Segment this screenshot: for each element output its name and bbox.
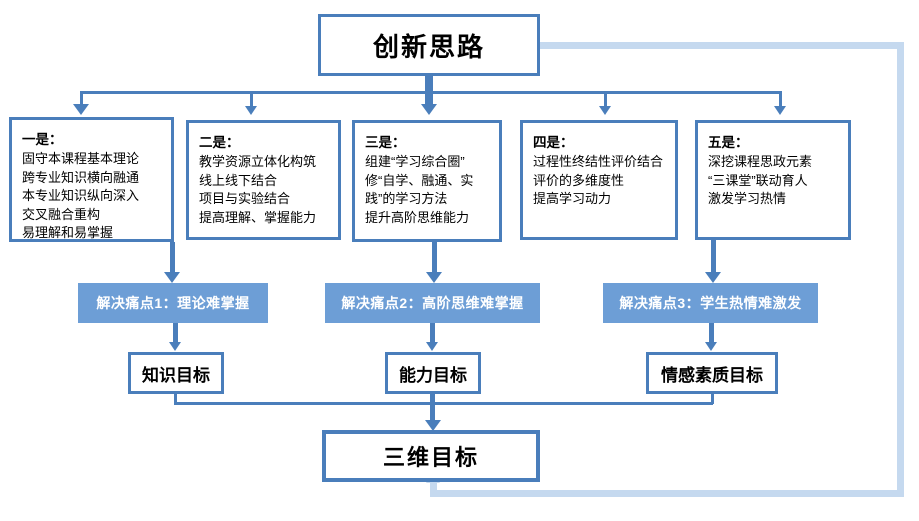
pillar-box-5[interactable]: 五是： 深挖课程思政元素 “三课堂”联动育人 激发学习热情 [695, 120, 851, 240]
pillar-arrow-4-icon [599, 106, 611, 115]
final-node-arrow-icon [425, 420, 441, 431]
pillar-box-3-line-1: 组建“学习综合圈” [365, 154, 465, 170]
goal-box-knowledge-label: 知识目标 [142, 365, 210, 385]
pain-connector-3-stem [711, 240, 716, 274]
pillar-box-3-line-4: 提升高阶思维能力 [365, 209, 470, 225]
goal-box-ability[interactable]: 能力目标 [385, 352, 481, 394]
pillar-box-5-line-1: 深挖课程思政元素 [708, 154, 813, 170]
pillar-box-1-head: 一是： [22, 132, 63, 147]
pillar-arrow-2-icon [245, 106, 257, 115]
node-innovation-approach-label: 创新思路 [372, 31, 485, 62]
pain-connector-2-arrow-icon [426, 272, 442, 283]
feedback-loop-right-segment [897, 42, 904, 497]
goal-box-emotional-quality[interactable]: 情感素质目标 [646, 352, 778, 394]
goal-connector-1-stem [173, 323, 178, 346]
pillar-box-5-line-2: “三课堂”联动育人 [708, 172, 808, 188]
pillar-drop-4 [604, 91, 607, 108]
pillar-box-1-line-1: 固守本课程基本理论 [22, 151, 140, 167]
pain-connector-1-arrow-icon [164, 272, 180, 283]
pillar-box-3[interactable]: 三是： 组建“学习综合圈” 修“自学、融通、实 践”的学习方法 提升高阶思维能力 [352, 120, 502, 242]
final-node-stem [430, 394, 435, 424]
pillar-box-2-line-3: 项目与实验结合 [199, 191, 291, 207]
feedback-loop-bottom-segment [430, 490, 904, 497]
feedback-loop-top-segment [534, 42, 904, 49]
pillar-box-3-head: 三是： [365, 135, 406, 150]
feedback-loop-riser-segment [430, 482, 437, 494]
pillar-box-3-line-2: 修“自学、融通、实 [365, 172, 474, 188]
pillar-drop-2 [250, 91, 253, 108]
goal-connector-2-arrow-icon [426, 342, 438, 351]
pillar-arrow-3-icon [421, 104, 437, 115]
pain-point-bar-1[interactable]: 解决痛点1：理论难掌握 [78, 283, 268, 323]
node-innovation-approach[interactable]: 创新思路 [318, 14, 540, 76]
pillar-box-4-line-1: 过程性终结性评价结合 [533, 154, 664, 170]
pillar-box-1-line-5: 易理解和易掌握 [22, 225, 114, 241]
pain-point-bar-1-label: 解决痛点1：理论难掌握 [96, 295, 250, 311]
goal-box-ability-label: 能力目标 [399, 365, 467, 385]
node-three-dimensional-goals[interactable]: 三维目标 [322, 430, 540, 482]
goal-box-emotional-quality-label: 情感素质目标 [661, 365, 763, 385]
goal-merge-bus [174, 402, 713, 405]
pillar-box-4-line-3: 提高学习动力 [533, 191, 612, 207]
goal-merge-drop-3 [711, 394, 714, 404]
goal-connector-3-arrow-icon [705, 342, 717, 351]
pillar-drop-3 [425, 91, 433, 106]
pillar-box-1-line-4: 交叉融合重构 [22, 206, 101, 222]
pillar-box-5-head: 五是： [708, 135, 749, 150]
node-three-dimensional-goals-label: 三维目标 [382, 445, 479, 470]
pillar-arrow-5-icon [774, 106, 786, 115]
goal-connector-2-stem [430, 323, 435, 346]
pillar-box-2-head: 二是： [199, 135, 240, 150]
pain-connector-2-stem [432, 242, 437, 274]
goal-merge-drop-1 [174, 394, 177, 404]
pillar-box-2[interactable]: 二是： 教学资源立体化构筑 线上线下结合 项目与实验结合 提高理解、掌握能力 [186, 120, 341, 240]
pillar-box-4-head: 四是： [533, 135, 574, 150]
goal-box-knowledge[interactable]: 知识目标 [128, 352, 224, 394]
pain-connector-3-arrow-icon [705, 272, 721, 283]
pillar-box-1[interactable]: 一是： 固守本课程基本理论 跨专业知识横向融通 本专业知识纵向深入 交叉融合重构… [9, 117, 174, 242]
pain-connector-1-stem [170, 242, 175, 274]
pillar-arrow-1-icon [73, 104, 89, 115]
pillar-box-1-line-2: 跨专业知识横向融通 [22, 169, 140, 185]
pillar-box-2-line-4: 提高理解、掌握能力 [199, 209, 317, 225]
pain-point-bar-3[interactable]: 解决痛点3：学生热情难激发 [603, 283, 818, 323]
goal-connector-3-stem [709, 323, 714, 346]
pillar-drop-1 [80, 91, 83, 106]
goal-connector-1-arrow-icon [169, 342, 181, 351]
pillar-box-4-line-2: 评价的多维度性 [533, 172, 625, 188]
pillar-box-2-line-2: 线上线下结合 [199, 172, 278, 188]
pain-point-bar-2-label: 解决痛点2：高阶思维难掌握 [341, 295, 524, 311]
pillar-box-5-line-3: 激发学习热情 [708, 191, 787, 207]
pillar-drop-5 [779, 91, 782, 108]
pillar-box-1-line-3: 本专业知识纵向深入 [22, 188, 140, 204]
pillar-box-4[interactable]: 四是： 过程性终结性评价结合 评价的多维度性 提高学习动力 [520, 120, 678, 240]
pillar-box-3-line-3: 践”的学习方法 [365, 191, 448, 207]
pillar-box-2-line-1: 教学资源立体化构筑 [199, 154, 317, 170]
title-node-stem [425, 76, 433, 92]
pain-point-bar-2[interactable]: 解决痛点2：高阶思维难掌握 [325, 283, 540, 323]
pain-point-bar-3-label: 解决痛点3：学生热情难激发 [619, 295, 802, 311]
